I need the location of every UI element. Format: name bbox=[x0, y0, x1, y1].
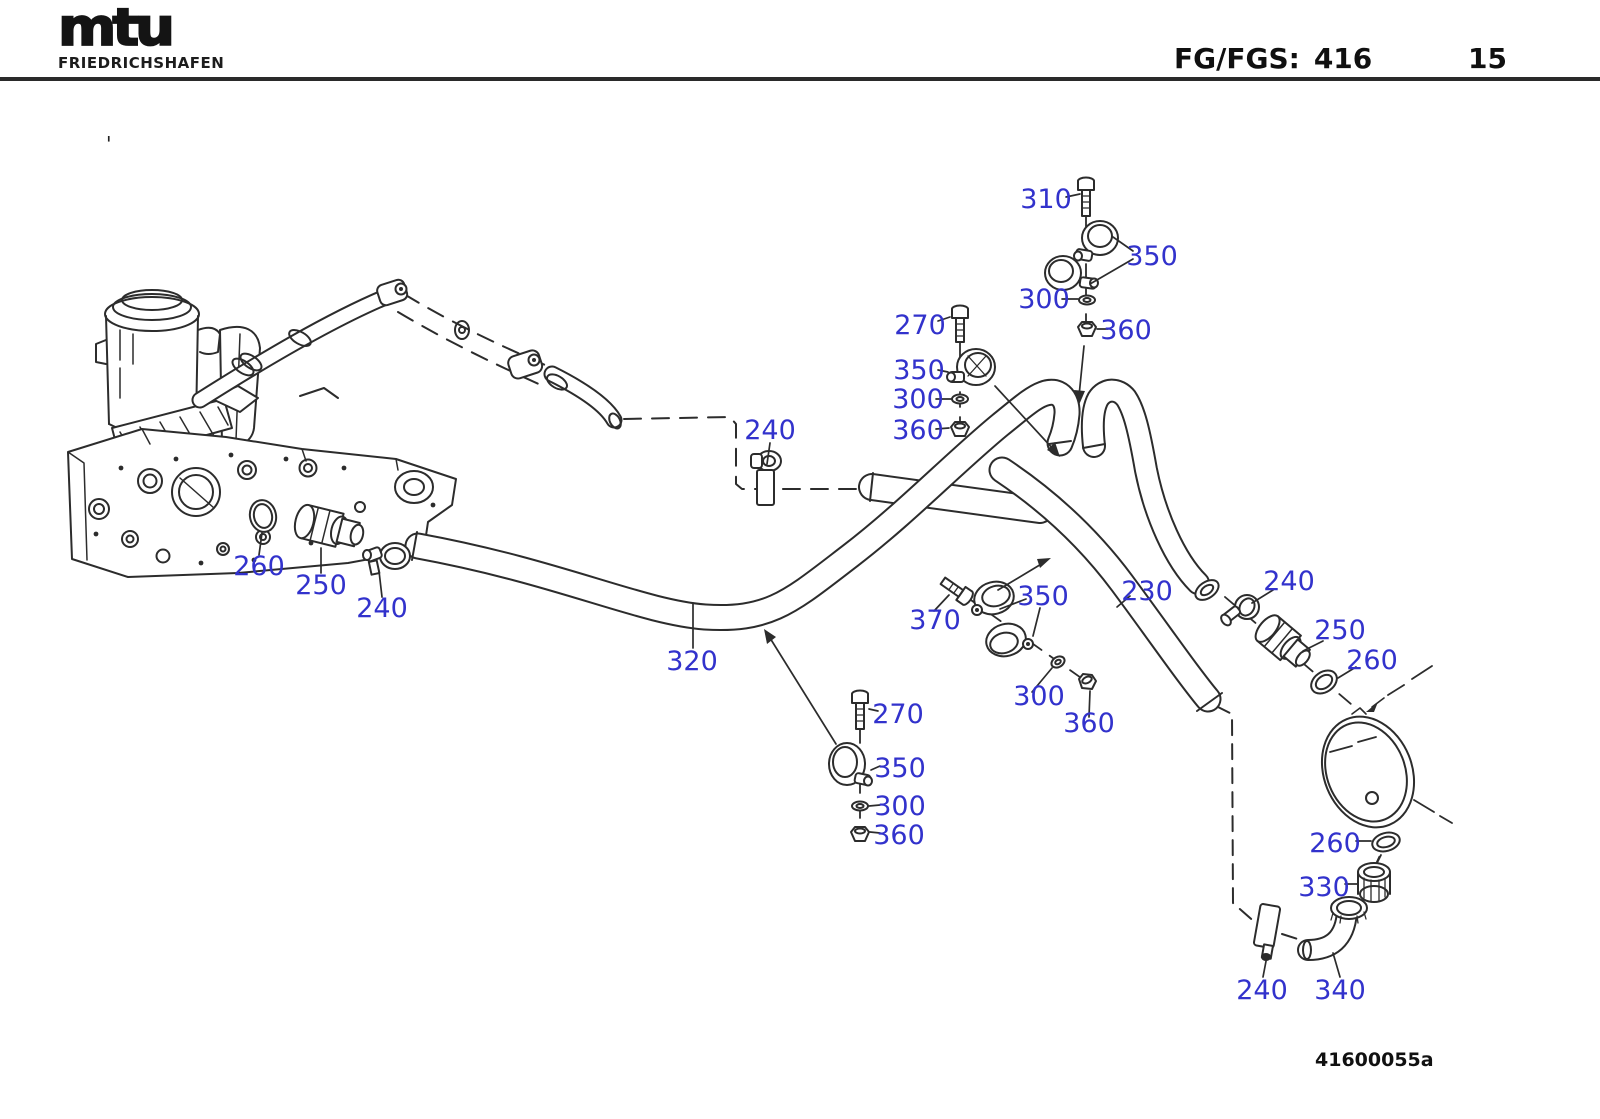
part-label-270-low: 270 bbox=[872, 699, 924, 730]
pipe-bracket-2 bbox=[507, 349, 544, 380]
part-labels: 310 350 300 360 270 350 300 360 240 320 … bbox=[233, 184, 1398, 1006]
hose-320 bbox=[404, 378, 1081, 632]
nut-360-mid bbox=[950, 421, 970, 437]
assembly-axis-lines bbox=[213, 213, 1391, 929]
part-label-330: 330 bbox=[1298, 872, 1350, 903]
header-rule bbox=[0, 77, 1600, 81]
drawing-number: 41600055a bbox=[1315, 1049, 1434, 1071]
dashed-route-bottom bbox=[1215, 705, 1305, 942]
breather-pipe bbox=[191, 278, 623, 430]
washer-300-right bbox=[1050, 655, 1066, 669]
part-label-300-top: 300 bbox=[1018, 284, 1070, 315]
part-label-270-mid: 270 bbox=[894, 310, 946, 341]
nut-360-top bbox=[1077, 321, 1097, 337]
part-label-350-top: 350 bbox=[1126, 241, 1178, 272]
part-label-350-low: 350 bbox=[874, 753, 926, 784]
bolt-270-low bbox=[851, 689, 869, 730]
screw-370 bbox=[939, 576, 974, 606]
part-label-310: 310 bbox=[1020, 184, 1072, 215]
leader-lines bbox=[258, 193, 1372, 978]
document-reference: FG/FGS: 416 bbox=[1174, 42, 1372, 75]
part-label-350-right: 350 bbox=[1017, 581, 1069, 612]
dashed-pipe-route bbox=[397, 293, 867, 490]
fitting-250-right bbox=[1254, 614, 1311, 668]
part-label-240-mid: 240 bbox=[744, 415, 796, 446]
part-label-360-top: 360 bbox=[1100, 315, 1152, 346]
part-label-260-bottom: 260 bbox=[1309, 828, 1361, 859]
clamp-350-mid bbox=[946, 348, 996, 386]
mtu-logo: mtu FRIEDRICHSHAFEN bbox=[57, 0, 225, 72]
part-label-360-right: 360 bbox=[1063, 708, 1115, 739]
stray-mark: ' bbox=[106, 132, 112, 156]
clamp-350-right-2 bbox=[985, 622, 1034, 658]
washer-300-low bbox=[851, 800, 869, 812]
bolt-310 bbox=[1077, 176, 1095, 217]
part-label-300-low: 300 bbox=[874, 791, 926, 822]
clamp-350-top-2 bbox=[1044, 255, 1099, 291]
o-ring-260-right bbox=[1310, 669, 1338, 695]
part-label-300-right: 300 bbox=[1013, 681, 1065, 712]
part-label-250-right: 250 bbox=[1314, 615, 1366, 646]
valve-240-right bbox=[1220, 594, 1260, 627]
nut-360-right bbox=[1078, 673, 1097, 690]
mtu-logo-subtitle: FRIEDRICHSHAFEN bbox=[58, 54, 225, 72]
threaded-fitting-330 bbox=[1357, 862, 1391, 903]
part-label-360-mid: 360 bbox=[892, 415, 944, 446]
part-label-300-mid: 300 bbox=[892, 384, 944, 415]
clamp-350-right-1 bbox=[971, 580, 1015, 616]
pipe-eyelet bbox=[454, 320, 470, 340]
doc-code: FG/FGS: bbox=[1174, 42, 1300, 75]
clamp-240-left bbox=[362, 542, 411, 576]
top-bracket bbox=[299, 387, 339, 399]
part-label-360-low: 360 bbox=[873, 820, 925, 851]
clamp-350-top-1 bbox=[1073, 220, 1119, 262]
part-label-240-bottom: 240 bbox=[1236, 975, 1288, 1006]
elbow-340 bbox=[1297, 896, 1368, 961]
o-ring-260-left bbox=[248, 499, 278, 533]
part-label-340: 340 bbox=[1314, 975, 1366, 1006]
bolt-270-mid bbox=[951, 304, 969, 343]
connector-240-mid bbox=[750, 450, 782, 506]
hose-230-hook bbox=[1080, 378, 1220, 601]
o-ring-260-bottom bbox=[1371, 831, 1401, 853]
doc-number: 416 bbox=[1313, 42, 1373, 75]
part-label-240-left: 240 bbox=[356, 593, 408, 624]
washer-300-top bbox=[1078, 294, 1096, 306]
cover-bowl bbox=[1320, 697, 1416, 829]
part-label-230: 230 bbox=[1121, 576, 1173, 607]
pointer-arrows bbox=[764, 345, 1085, 745]
part-label-240-right: 240 bbox=[1263, 566, 1315, 597]
part-label-370: 370 bbox=[909, 605, 961, 636]
page-number: 15 bbox=[1468, 42, 1507, 75]
clamp-350-low bbox=[828, 742, 873, 787]
part-label-320: 320 bbox=[666, 646, 718, 677]
mtu-logo-wordmark: mtu bbox=[57, 0, 176, 58]
washer-300-mid bbox=[951, 393, 969, 405]
connector-240-bottom bbox=[1252, 903, 1282, 961]
part-label-250-left: 250 bbox=[295, 570, 347, 601]
pipe-bracket-1 bbox=[376, 278, 409, 307]
part-label-350-mid: 350 bbox=[893, 355, 945, 386]
part-label-260-right: 260 bbox=[1346, 645, 1398, 676]
fitting-250-left bbox=[293, 503, 365, 548]
hose-230-band bbox=[988, 456, 1223, 713]
straight-tube bbox=[858, 472, 1054, 524]
part-label-260-left: 260 bbox=[233, 551, 285, 582]
nut-360-low bbox=[850, 826, 870, 842]
dashed-cover-leads bbox=[1329, 665, 1453, 868]
